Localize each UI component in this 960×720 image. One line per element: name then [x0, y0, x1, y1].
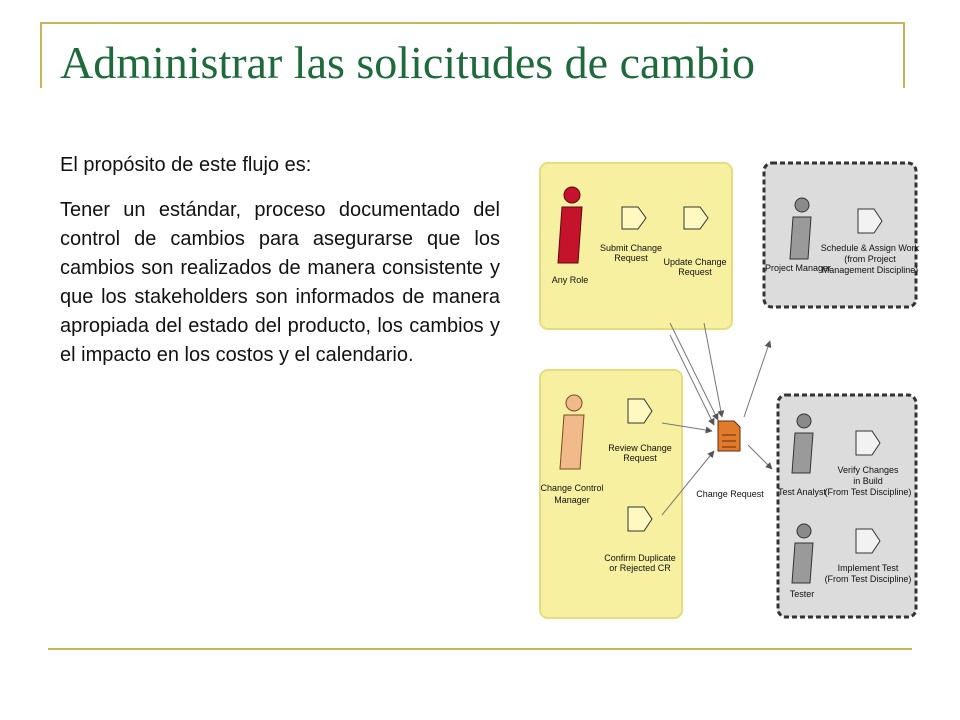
implement-activity-label-2: (From Test Discipline): [825, 574, 912, 584]
change-control-manager-icon: [559, 394, 585, 470]
project-manager-label: Project Manager: [765, 263, 831, 273]
review-activity-icon: [627, 398, 653, 424]
arrow-confirm-to-cr: [661, 450, 715, 516]
top-left-vertical-rule: [40, 22, 42, 88]
arrow-cr-to-verify: [747, 444, 773, 470]
project-manager-panel: [762, 161, 918, 309]
update-activity-label-1: Update Change: [663, 257, 726, 267]
review-activity-label-1: Review Change: [608, 443, 672, 453]
slide-title: Administrar las solicitudes de cambio: [60, 37, 755, 88]
update-activity-label-2: Request: [678, 267, 712, 277]
ccm-panel: [539, 369, 683, 619]
test-analyst-icon: [791, 413, 814, 474]
verify-activity-label-1: Verify Changes: [837, 465, 899, 475]
submit-activity-label-1: Submit Change: [600, 243, 662, 253]
confirm-activity-icon: [627, 506, 653, 532]
change-request-workflow-diagram: Any Role Submit Change Request Update Ch…: [539, 161, 920, 619]
intro-text: El propósito de este flujo es:: [60, 154, 312, 176]
arrow-anyrole-to-cr: [669, 334, 715, 426]
change-request-artifact-icon: [717, 420, 741, 452]
verify-activity-label-2: in Build: [853, 476, 883, 486]
body-text: Tener un estándar, proceso documentado d…: [60, 199, 500, 366]
confirm-activity-label-2: or Rejected CR: [609, 563, 671, 573]
test-panel: [776, 393, 918, 619]
arrow-review-to-cr: [661, 422, 713, 434]
implement-activity-icon: [855, 528, 881, 554]
ccm-label-1: Change Control: [540, 483, 603, 493]
change-request-label: Change Request: [696, 489, 764, 499]
verify-activity-icon: [855, 430, 881, 456]
project-manager-icon: [789, 197, 812, 260]
top-horizontal-rule: [40, 22, 904, 24]
schedule-activity-label-1: Schedule & Assign Work: [821, 243, 920, 253]
ccm-label-2: Manager: [554, 495, 590, 505]
submit-activity-label-2: Request: [614, 253, 648, 263]
schedule-activity-icon: [857, 208, 883, 234]
any-role-panel: [539, 162, 733, 330]
schedule-activity-label-3: Management Discipline): [822, 265, 919, 275]
tester-icon: [791, 523, 814, 584]
any-role-icon: [557, 186, 583, 264]
tester-label: Tester: [790, 589, 815, 599]
verify-activity-label-3: (From Test Discipline): [825, 487, 912, 497]
any-role-label: Any Role: [552, 275, 589, 285]
bottom-horizontal-rule: [48, 648, 912, 650]
arrow-update-to-cr: [703, 322, 725, 418]
arrow-submit-to-cr: [669, 322, 719, 421]
schedule-activity-label-2: (from Project: [844, 254, 896, 264]
submit-activity-icon: [621, 206, 647, 230]
update-activity-icon: [683, 206, 709, 230]
test-analyst-label: Test Analyst: [778, 487, 827, 497]
implement-activity-label-1: Implement Test: [838, 563, 899, 573]
arrow-cr-to-schedule: [743, 340, 772, 418]
top-right-vertical-rule: [903, 22, 905, 88]
confirm-activity-label-1: Confirm Duplicate: [604, 553, 676, 563]
review-activity-label-2: Request: [623, 453, 657, 463]
